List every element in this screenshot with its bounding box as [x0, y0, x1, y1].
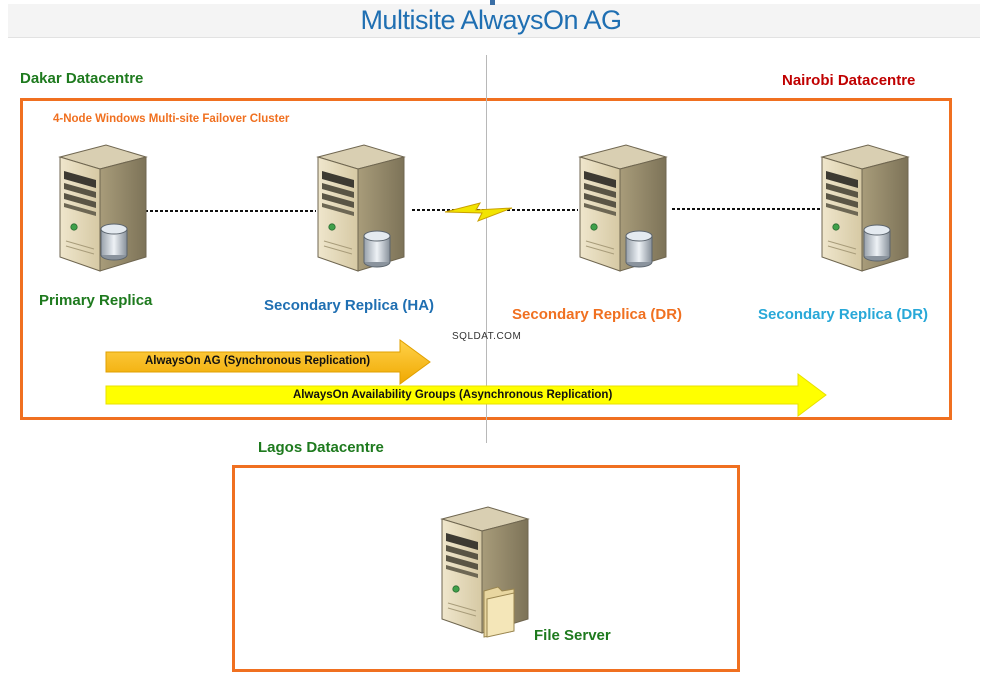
server-icon [441, 506, 529, 638]
watermark-text: SQLDAT.COM [452, 331, 522, 342]
database-icon [625, 230, 653, 268]
secondary-replica-dr-label: Secondary Replica (DR) [758, 306, 929, 323]
folder-icon [483, 586, 515, 638]
database-icon [363, 230, 391, 268]
file-server-label: File Server [534, 627, 611, 644]
nairobi-datacentre-label: Nairobi Datacentre [782, 72, 916, 89]
sync-replication-label: AlwaysOn AG (Synchronous Replication) [145, 355, 371, 367]
lagos-datacentre-label: Lagos Datacentre [258, 439, 384, 456]
database-icon [100, 223, 128, 261]
title-marker [490, 0, 495, 5]
server-icon [317, 144, 405, 272]
server-icon [59, 144, 147, 272]
lagos-boundary-box [232, 465, 740, 672]
primary-replica-label: Primary Replica [39, 292, 153, 309]
async-replication-label: AlwaysOn Availability Groups (Asynchrono… [293, 389, 613, 401]
lightning-icon [444, 202, 513, 222]
server-icon [821, 144, 909, 272]
dakar-datacentre-label: Dakar Datacentre [20, 70, 144, 87]
secondary-replica-dr-label: Secondary Replica (DR) [512, 306, 683, 323]
secondary-replica-ha-label: Secondary Replica (HA) [264, 297, 435, 314]
diagram-title: Multisite AlwaysOn AG [360, 5, 622, 35]
server-icon [579, 144, 667, 272]
site-divider-line [486, 55, 487, 443]
title-bar [8, 4, 980, 38]
async-replication-arrow [105, 373, 827, 417]
cluster-label: 4-Node Windows Multi-site Failover Clust… [53, 113, 290, 125]
database-icon [863, 224, 891, 262]
sync-replication-arrow [105, 339, 431, 385]
